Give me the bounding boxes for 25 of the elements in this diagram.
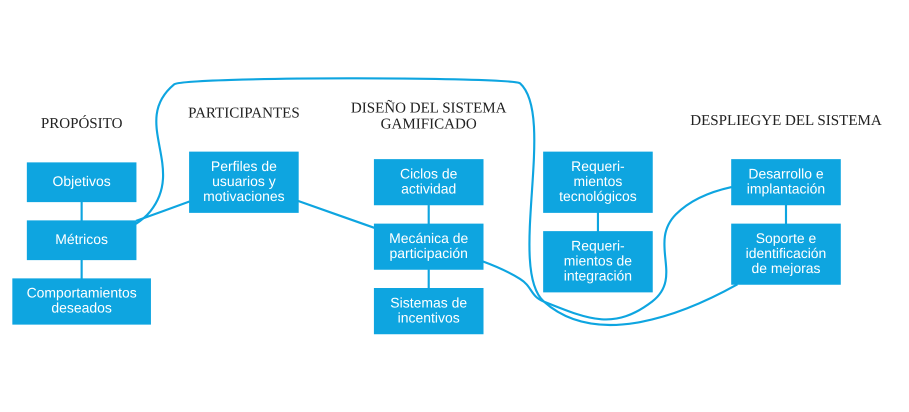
connector [482,186,732,320]
connector [596,212,600,232]
label: DESPLIEGYE DEL SISTEMA [690,112,882,129]
connector [784,204,788,224]
connector [135,77,738,326]
connector [428,270,430,288]
label: DISEÑO DEL SISTEMA GAMIFICADO [350,100,507,133]
connector [80,260,83,278]
label: PARTICIPANTES [188,105,300,122]
node-box: Mecánica de participación [374,224,484,270]
node-box: Soporte e identificación de mejoras [731,224,841,285]
node-box: Requeri- mientos de integración [543,231,653,292]
connector [80,202,83,221]
node-box: Perfiles de usuarios y motivaciones [189,152,299,213]
connector [298,200,375,229]
node-box: Sistemas de incentivos [374,288,484,334]
node-box: Comportamientos deseados [12,278,151,325]
node-box: Ciclos de actividad [374,159,484,206]
connector [136,200,190,222]
label: PROPÓSITO [40,116,122,132]
node-box: Requeri- mientos tecnológicos [543,152,653,213]
node-box: Métricos [26,220,136,260]
connector [428,205,430,224]
node-box: Objetivos [26,162,136,202]
node-box: Desarrollo e implantación [731,159,841,206]
